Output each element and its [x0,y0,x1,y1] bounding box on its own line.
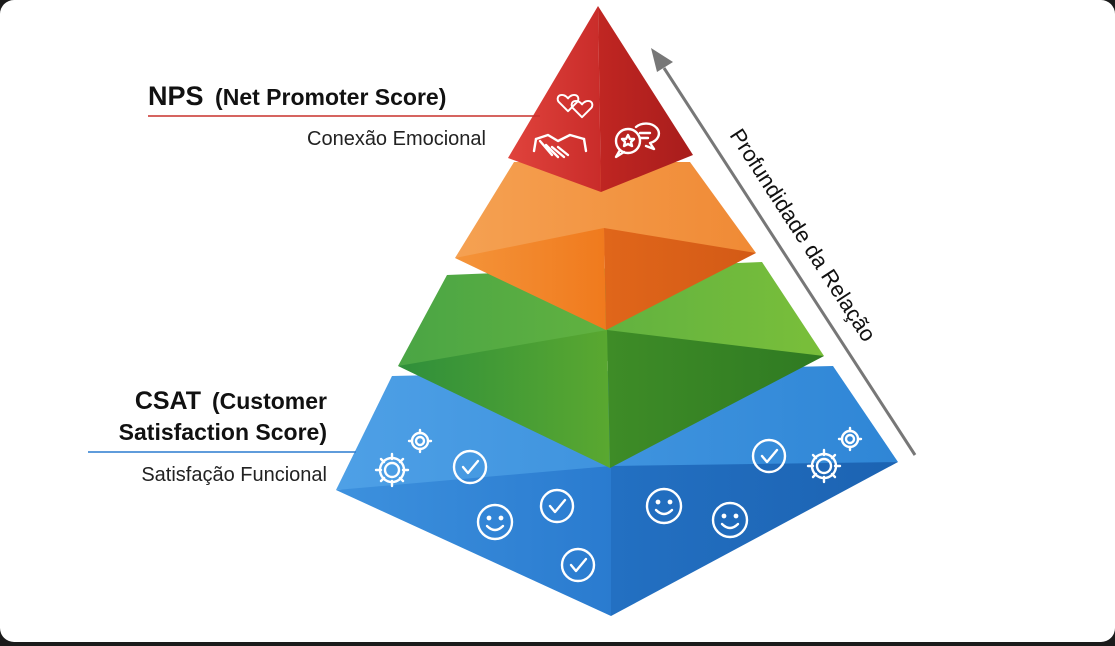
tier-orange-top-face [455,162,756,258]
csat-acronym: CSAT [135,387,201,415]
nps-full-name: (Net Promoter Score) [215,84,446,110]
csat-title-line2: Satisfaction Score) [119,419,327,445]
nps-label-group: NPS (Net Promoter Score) Conexão Emocion… [148,81,540,150]
arrow-head [651,48,673,72]
tier-nps-right-face [598,6,693,192]
nps-subtitle: Conexão Emocional [307,128,486,150]
csat-label-group: CSAT (Customer Satisfaction Score) Satis… [88,387,356,486]
handshake-icon [532,133,588,159]
checkmark-icon [539,488,575,524]
tier-orange-right-face [604,228,756,330]
checkmark-icon [560,547,596,583]
csat-title-line1: CSAT (Customer [135,387,327,415]
gear-icon [806,448,842,484]
gear-icon [837,426,863,452]
checkmark-icon [452,449,488,485]
tier-csat-right-face [611,462,898,616]
tier-green-right-face [607,330,824,468]
gear-icon [407,428,433,454]
csat-subtitle: Satisfação Funcional [141,464,327,486]
gear-icon [374,452,410,488]
nps-acronym: NPS [148,81,204,111]
smiley-icon [645,487,683,525]
checkmark-icon [751,438,787,474]
tier-green-left-face [398,330,610,468]
smiley-icon [711,501,749,539]
tier-csat-left-face [336,466,611,616]
nps-title: NPS (Net Promoter Score) [148,81,446,111]
csat-full-name-line1: (Customer [212,388,327,414]
tier-orange-left-face [455,228,606,330]
pyramid-tier-orange [455,162,756,330]
hearts-icon [556,93,594,119]
pyramid-tier-nps [508,6,693,192]
chat-star-icon [614,122,660,159]
tier-nps-left-face [508,6,601,192]
smiley-icon [476,503,514,541]
